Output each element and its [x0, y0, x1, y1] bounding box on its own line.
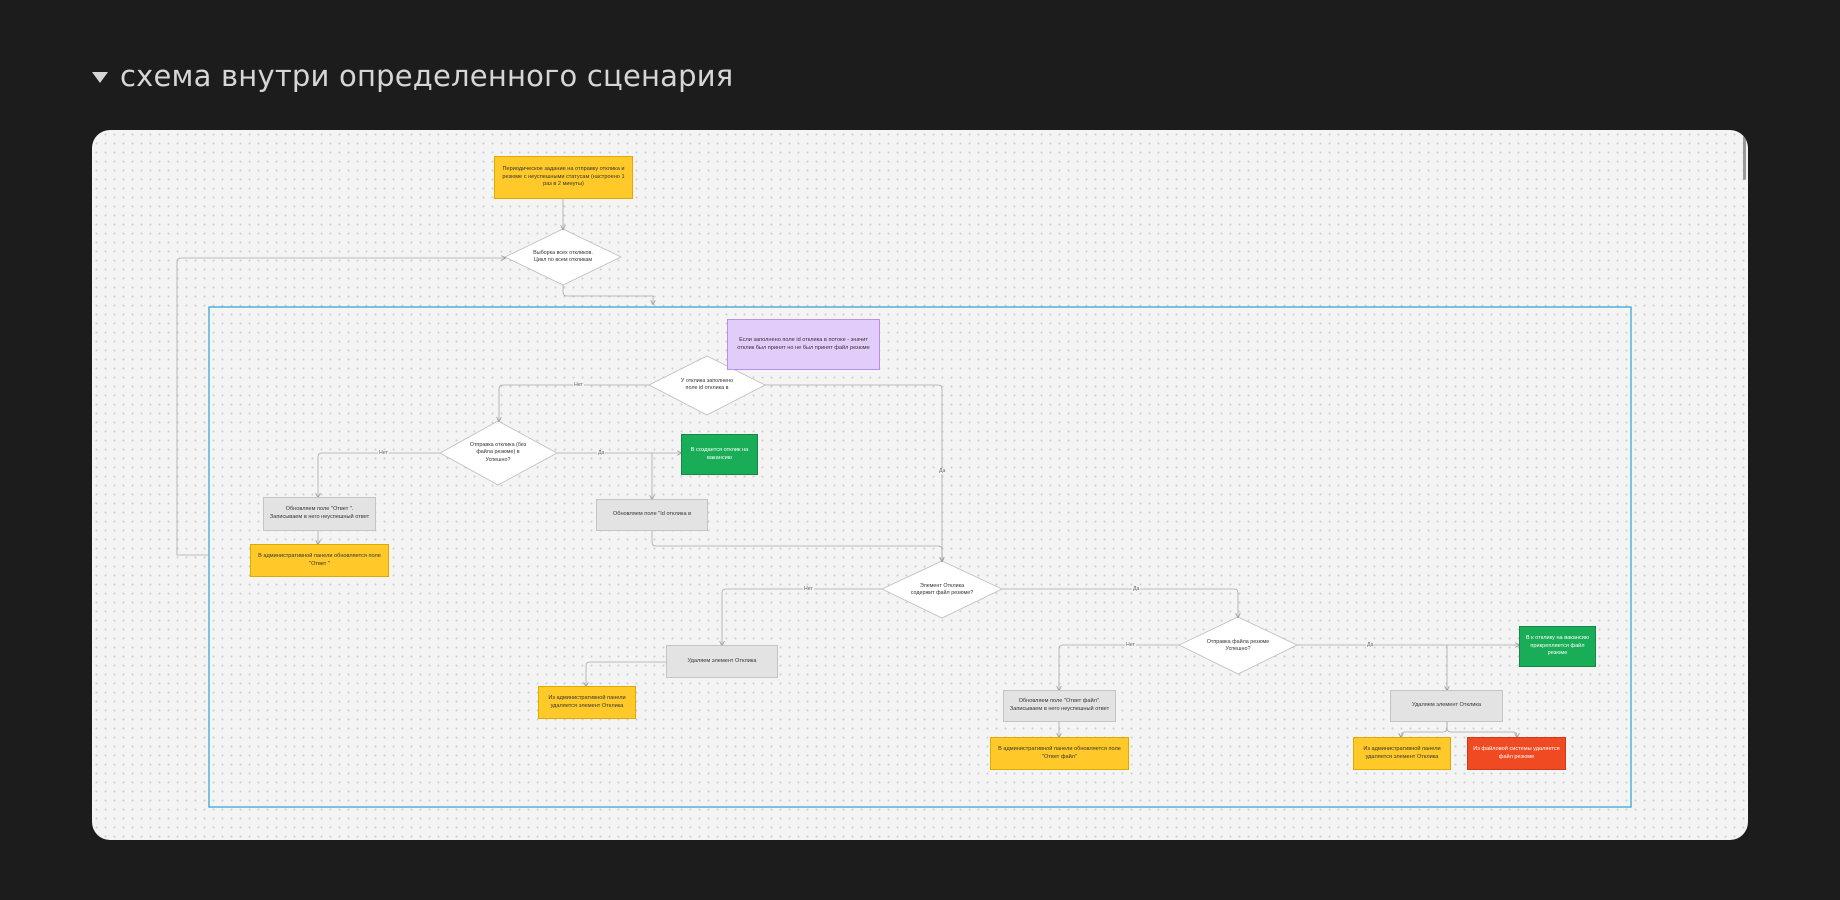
- decision-send-response: [439, 420, 558, 486]
- decision-send-file: [1178, 616, 1298, 675]
- delete-1-node[interactable]: Удаляем элемент Отклика: [666, 645, 778, 678]
- green-created-node[interactable]: В создается отклик на вакансию: [681, 434, 758, 475]
- send-response-text: Отправка отклика (без файла резюме) в Ус…: [469, 442, 527, 463]
- delete-2-node[interactable]: Удаляем элемент Отклика: [1390, 690, 1503, 722]
- diagram-edges: [176, 199, 1632, 808]
- admin-update-2-node[interactable]: В административной панели обновляется по…: [990, 737, 1129, 770]
- has-id-text: У отклика заполнено поле id отклика в: [680, 377, 734, 391]
- section-header: схема внутри определенного сценария: [92, 56, 733, 96]
- canvas-scrollbar[interactable]: [1743, 136, 1746, 180]
- loop-frame: [208, 306, 1632, 808]
- edge-label-yes: Да: [597, 450, 606, 456]
- admin-delete-1-node[interactable]: Из административной панели удаляется эле…: [538, 686, 636, 719]
- decision-has-id: [648, 355, 766, 416]
- select-all-text: Выборка всех откликов. Цикл по всем откл…: [533, 249, 593, 263]
- send-file-text: Отправка файла резюме Успешно?: [1206, 638, 1270, 652]
- collapse-triangle-icon[interactable]: [92, 71, 108, 83]
- fs-delete-node[interactable]: Из файловой системы удаляется файл резюм…: [1467, 737, 1566, 770]
- admin-update-1-node[interactable]: В административной панели обновляется по…: [250, 544, 389, 577]
- admin-delete-2-node[interactable]: Из административной панели удаляется эле…: [1353, 737, 1451, 770]
- green-attached-node[interactable]: В к отклику на вакансию прикрепляется фа…: [1519, 626, 1596, 667]
- edge-label-no: Нет: [803, 586, 814, 592]
- edge-label-no: Нет: [573, 382, 584, 388]
- update-answer-1-node[interactable]: Обновляем поле "Ответ ". Записываем в не…: [263, 497, 376, 531]
- note-purple-node[interactable]: Если заполнено поле id отклика в потоке …: [727, 319, 880, 370]
- section-title: схема внутри определенного сценария: [120, 59, 734, 93]
- diagram-canvas[interactable]: Периодическое задание на отправку отклик…: [92, 130, 1748, 840]
- edge-label-yes: Да: [1132, 586, 1141, 592]
- edge-label-no: Нет: [1125, 642, 1136, 648]
- update-answer-2-node[interactable]: Обновляем поле "Ответ файл". Записываем …: [1003, 690, 1116, 722]
- update-id-node[interactable]: Обновляем поле "Id отклика в: [596, 499, 708, 531]
- periodic-task-node[interactable]: Периодическое задание на отправку отклик…: [494, 156, 633, 199]
- edge-label-yes: Да: [938, 468, 947, 474]
- edge-label-no: Нет: [378, 450, 389, 456]
- has-file-text: Элемент Отклика содержит файл резюме?: [910, 582, 974, 596]
- decision-has-file: [881, 560, 1003, 619]
- edge-label-yes: Да: [1366, 642, 1375, 648]
